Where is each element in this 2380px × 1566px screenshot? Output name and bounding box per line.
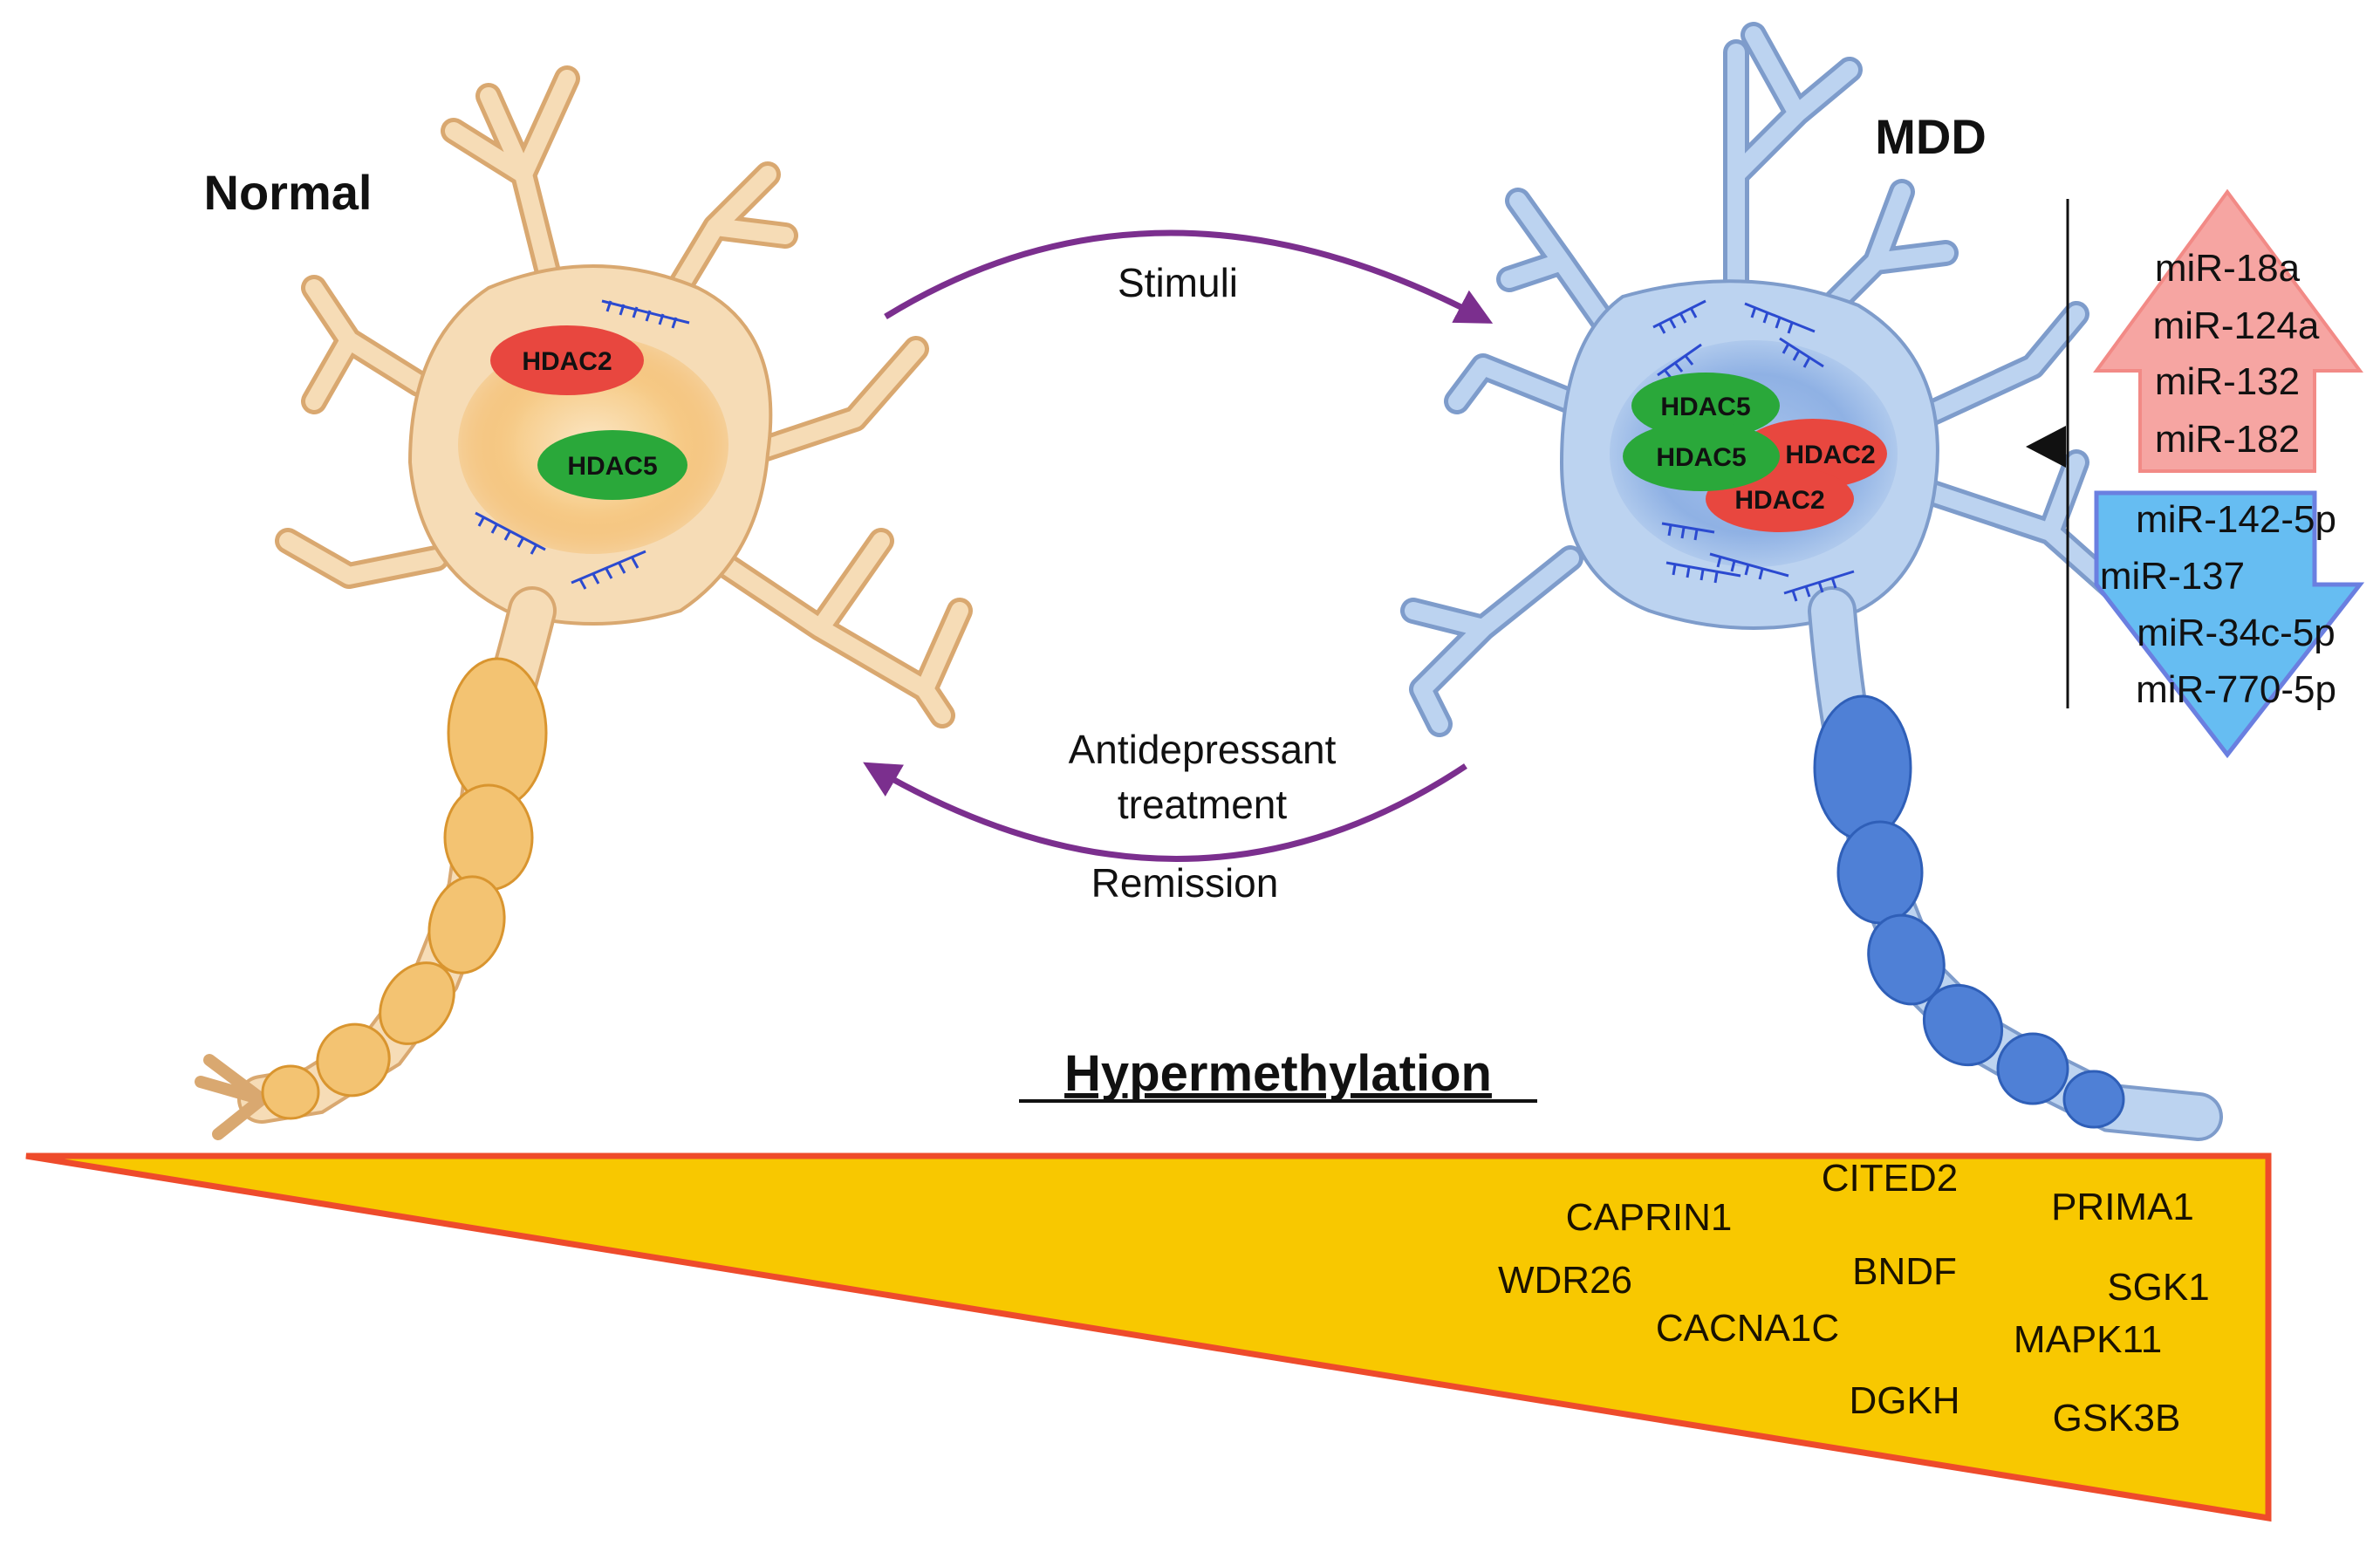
gene-label: PRIMA1 <box>2051 1186 2194 1228</box>
mdd-hdac2-a-label: HDAC2 <box>1785 441 1875 469</box>
mdd-hdac5-b: HDAC5 <box>1623 421 1780 491</box>
mirna-down-item: miR-770-5p <box>2136 668 2336 711</box>
mdd-neuron: HDAC2 HDAC2 HDAC5 HDAC5 <box>1400 22 2223 1141</box>
mdd-hdac2-b-label: HDAC2 <box>1734 486 1824 515</box>
treatment-label: treatment <box>1118 782 1288 827</box>
mirna-up-item: miR-182 <box>2155 418 2300 461</box>
gene-list: CITED2 CAPRIN1 PRIMA1 WDR26 BNDF SGK1 CA… <box>1498 1157 2210 1439</box>
normal-chromatin-marks <box>475 299 690 590</box>
mirna-down-item: miR-142-5p <box>2136 498 2336 541</box>
stimuli-label: Stimuli <box>1118 260 1238 305</box>
mirna-pointer <box>2026 426 2066 468</box>
mdd-hdac5-a-label: HDAC5 <box>1660 393 1750 421</box>
mirna-up-arrow <box>2093 188 2363 473</box>
gene-label: SGK1 <box>2107 1266 2209 1309</box>
mirna-up-item: miR-124a <box>2153 304 2320 347</box>
normal-hdac2-label: HDAC2 <box>522 347 612 376</box>
gene-label: WDR26 <box>1498 1259 1632 1302</box>
mdd-chromatin-marks <box>1652 299 1855 602</box>
gene-label: CACNA1C <box>1656 1307 1839 1350</box>
stimuli-arrow <box>884 229 1494 324</box>
remission-label: Remission <box>1091 860 1279 906</box>
gene-label: MAPK11 <box>2014 1318 2162 1361</box>
mirna-down-list: miR-142-5p miR-137 miR-34c-5p miR-770-5p <box>2100 498 2336 711</box>
methylation-gradient-triangle <box>25 1152 2272 1522</box>
normal-hdac5-label: HDAC5 <box>567 452 657 481</box>
mdd-myelin <box>1813 694 2125 1129</box>
normal-hdac2: HDAC2 <box>490 325 644 395</box>
gene-label: GSK3B <box>2053 1397 2181 1439</box>
mirna-up-item: miR-132 <box>2155 360 2300 403</box>
mirna-up-item: miR-18a <box>2155 247 2301 290</box>
gene-label: BNDF <box>1852 1250 1957 1293</box>
hypermethylation-title: Hypermethylation <box>1064 1045 1492 1102</box>
gene-label: CAPRIN1 <box>1566 1196 1733 1239</box>
gene-label: DGKH <box>1849 1379 1959 1422</box>
gene-label: CITED2 <box>1822 1157 1958 1200</box>
normal-myelin <box>261 657 548 1120</box>
normal-neuron: HDAC2 HDAC5 <box>195 65 973 1140</box>
treatment-arrow <box>863 762 1467 862</box>
normal-title: Normal <box>204 165 373 220</box>
mirna-up-list: miR-18a miR-124a miR-132 miR-182 <box>2153 247 2320 461</box>
mirna-down-item: miR-137 <box>2100 555 2245 598</box>
antidepressant-label: Antidepressant <box>1069 727 1337 772</box>
mirna-down-arrow <box>2094 490 2365 759</box>
normal-hdac5: HDAC5 <box>537 430 687 500</box>
mirna-down-item: miR-34c-5p <box>2137 612 2335 654</box>
mdd-hdac5-b-label: HDAC5 <box>1656 443 1746 472</box>
mdd-title: MDD <box>1875 109 1987 164</box>
mdd-hdac5-a: HDAC5 <box>1631 373 1780 439</box>
